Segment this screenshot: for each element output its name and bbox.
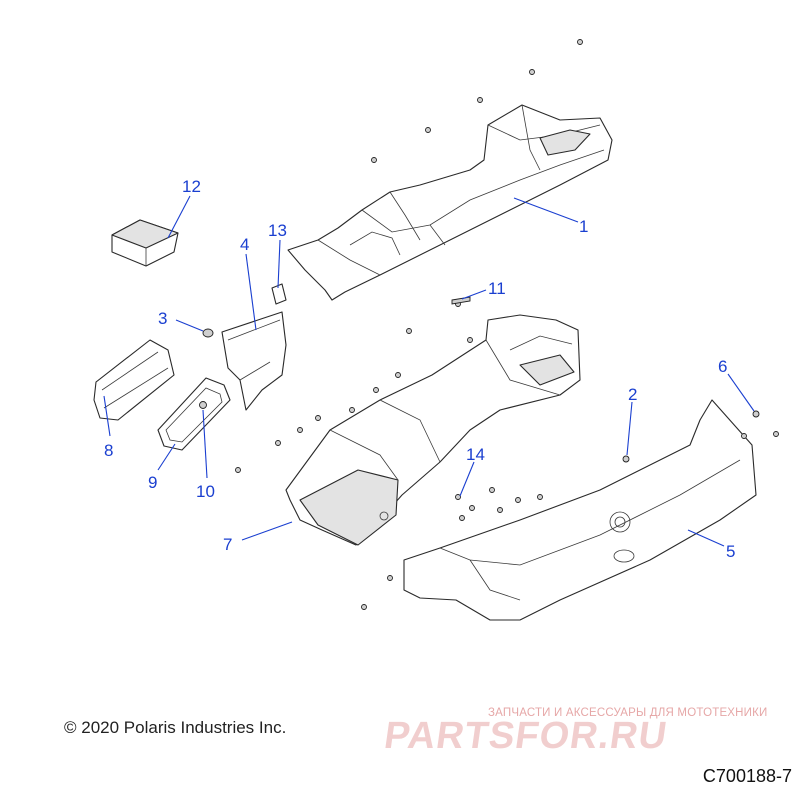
leader-2 bbox=[626, 401, 633, 456]
callout-6: 6 bbox=[718, 357, 727, 376]
leader-10 bbox=[202, 409, 208, 479]
copyright-notice: © 2020 Polaris Industries Inc. bbox=[64, 718, 287, 737]
leader-6 bbox=[727, 373, 755, 412]
callout-3: 3 bbox=[158, 309, 167, 328]
part-11-bolt bbox=[451, 296, 471, 305]
part-4-side-panel bbox=[221, 311, 287, 411]
leader-4 bbox=[245, 253, 257, 331]
leader-12 bbox=[167, 195, 191, 239]
leader-1 bbox=[513, 197, 579, 223]
callout-7: 7 bbox=[223, 535, 232, 554]
callout-14: 14 bbox=[466, 445, 485, 464]
leader-5 bbox=[687, 529, 725, 547]
callout-10: 10 bbox=[196, 482, 215, 501]
leader-13 bbox=[277, 239, 281, 289]
callout-5: 5 bbox=[726, 542, 735, 561]
leader-14 bbox=[459, 461, 475, 497]
callout-2: 2 bbox=[628, 385, 637, 404]
callout-13: 13 bbox=[268, 221, 287, 240]
part-14-fastener-group bbox=[455, 487, 543, 521]
callout-11: 11 bbox=[488, 279, 506, 298]
leader-3 bbox=[175, 319, 204, 332]
part-3-grommet bbox=[202, 328, 214, 338]
part-12-storage-tray bbox=[111, 219, 179, 267]
callout-12: 12 bbox=[182, 177, 201, 196]
part-7-main-dash bbox=[285, 314, 581, 546]
leader-8 bbox=[103, 395, 111, 437]
part-10-bumper bbox=[199, 401, 207, 409]
leader-7 bbox=[241, 521, 293, 541]
part-6-screw bbox=[752, 410, 760, 418]
callout-1: 1 bbox=[579, 217, 588, 236]
part-1-upper-dash-panel bbox=[287, 104, 613, 301]
part-8-lid bbox=[93, 339, 175, 421]
part-9-seal bbox=[157, 377, 231, 451]
watermark-tagline: ЗАПЧАСТИ И АКСЕССУАРЫ ДЛЯ МОТОТЕХНИКИ bbox=[488, 707, 768, 719]
callout-9: 9 bbox=[148, 473, 157, 492]
watermark-logo: PARTSFOR.RU bbox=[382, 714, 671, 757]
diagram-code: C700188-7 bbox=[702, 766, 792, 786]
svg-text:PARTSFOR.RU: PARTSFOR.RU bbox=[382, 714, 671, 757]
leader-9 bbox=[157, 443, 176, 471]
part-7-fasteners bbox=[235, 328, 473, 473]
part-5-lower-dash bbox=[403, 399, 757, 621]
callout-8: 8 bbox=[104, 441, 113, 460]
callout-labels: 1 2 3 4 5 6 7 8 9 10 11 12 13 14 bbox=[104, 177, 735, 561]
callout-4: 4 bbox=[240, 235, 249, 254]
leader-lines bbox=[103, 195, 755, 547]
part-13-clip bbox=[271, 283, 287, 305]
part-2-screw bbox=[622, 455, 630, 463]
leader-11 bbox=[461, 289, 487, 300]
